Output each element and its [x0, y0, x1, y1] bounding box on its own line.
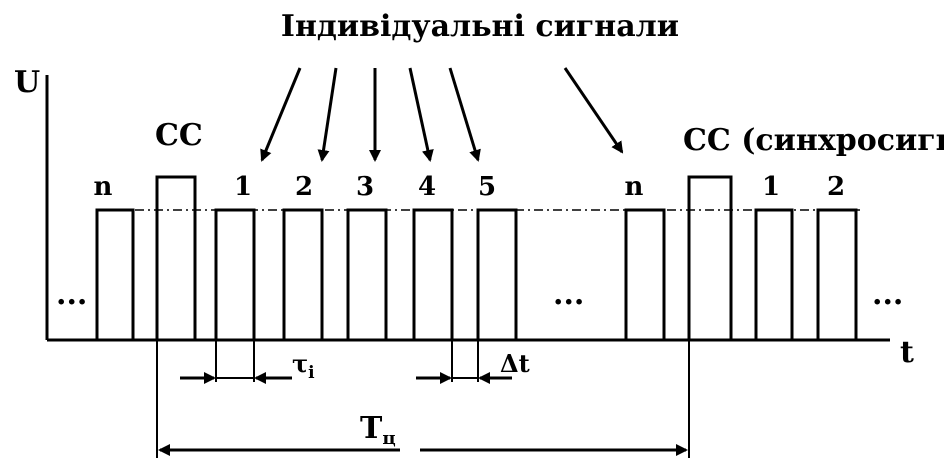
- pulse-label-5: 5: [478, 172, 496, 202]
- pulse-train: [95, 175, 858, 342]
- pulse-1-next: [754, 208, 794, 342]
- pulse-label-2: 2: [295, 172, 313, 202]
- pulse-label-2-next: 2: [827, 172, 845, 202]
- title-arrows: [260, 67, 624, 162]
- ellipsis-middle: ...: [553, 277, 584, 312]
- arrow-to-pulse-n: [563, 67, 624, 154]
- pulse-width-label: τi: [292, 349, 315, 383]
- pulse-n-left: [95, 208, 135, 342]
- frame-period-label: Tц: [360, 411, 396, 449]
- sync-pulse-left: [155, 175, 197, 342]
- pulse-2-next: [816, 208, 858, 342]
- pulse-5: [476, 208, 518, 342]
- arrow-to-pulse-2: [317, 67, 338, 162]
- pulse-2: [282, 208, 324, 342]
- sync-pulse-right: [687, 175, 733, 342]
- pulse-n-right: [624, 208, 666, 342]
- diagram-title: Індивідуальні сигнали: [281, 9, 679, 44]
- guard-interval-dimension: Δt: [416, 340, 530, 384]
- pulse-4: [412, 208, 454, 342]
- pulse-label-n-right: n: [625, 172, 644, 202]
- ellipsis-left: ...: [56, 277, 87, 312]
- pulse-1: [214, 208, 256, 342]
- arrow-to-pulse-1: [260, 67, 302, 162]
- pulse-labels: n 1 2 3 4 5 n 1 2: [94, 172, 846, 202]
- arrow-to-pulse-5: [448, 67, 481, 162]
- pulse-label-3: 3: [356, 172, 374, 202]
- guard-interval-label: Δt: [500, 349, 530, 378]
- y-axis-label: U: [14, 65, 40, 100]
- pulse-width-dimension: τi: [180, 340, 315, 384]
- x-axis-label: t: [900, 335, 914, 370]
- pulse-label-1: 1: [234, 172, 252, 202]
- sync-label-left: CC: [155, 118, 203, 153]
- frame-period-dimension: Tц: [156, 340, 690, 458]
- pulse-label-4: 4: [418, 172, 436, 202]
- pulse-label-1-next: 1: [762, 172, 780, 202]
- ellipsis-right: ...: [872, 277, 903, 312]
- arrow-to-pulse-4: [408, 67, 434, 162]
- pulse-label-n-left: n: [94, 172, 113, 202]
- sync-label-right: CC (синхросигна: [683, 123, 944, 158]
- pulse-3: [346, 208, 388, 342]
